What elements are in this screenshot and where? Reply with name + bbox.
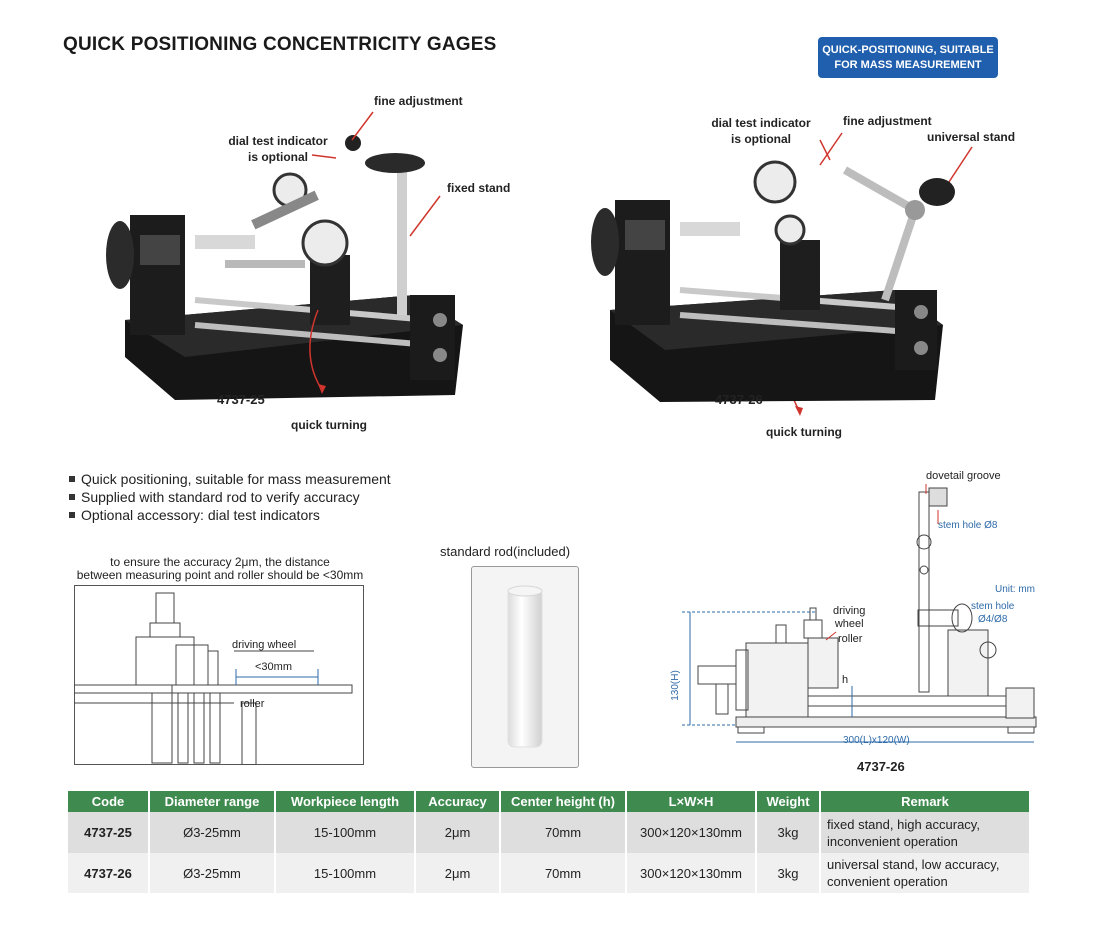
col-center-height: Center height (h) <box>500 791 627 812</box>
cell-weight: 3kg <box>756 853 821 893</box>
remark-line-2: convenient operation <box>827 874 948 889</box>
model-label-4737-26: 4737-26 <box>715 392 763 407</box>
label-quick-turning-right: quick turning <box>766 425 842 439</box>
label-dial-indicator-left: dial test indicator is optional <box>220 133 336 165</box>
feature-list: Quick positioning, suitable for mass mea… <box>67 470 391 524</box>
feature-item: Optional accessory: dial test indicators <box>67 506 391 524</box>
standard-rod-box <box>471 566 579 768</box>
table-header-row: Code Diameter range Workpiece length Acc… <box>68 791 1031 812</box>
label-driving-wheel-drawing: driving wheel <box>833 605 865 631</box>
label-distance: <30mm <box>255 661 292 673</box>
accuracy-note-l2: between measuring point and roller shoul… <box>76 568 364 582</box>
cell-length: 15-100mm <box>275 812 416 853</box>
col-length: Workpiece length <box>275 791 416 812</box>
badge-line-1: QUICK-POSITIONING, SUITABLE <box>822 43 994 56</box>
remark-line-1: universal stand, low accuracy, <box>827 857 1000 872</box>
cell-length: 15-100mm <box>275 853 416 893</box>
cell-code: 4737-26 <box>68 853 150 893</box>
cell-code: 4737-25 <box>68 812 150 853</box>
product-image-4737-25 <box>106 135 463 400</box>
cell-center-height: 70mm <box>500 812 627 853</box>
cell-accuracy: 2μm <box>415 812 501 853</box>
label-stem-hole: stem hole Ø4/Ø8 <box>971 600 1014 626</box>
cell-weight: 3kg <box>756 812 821 853</box>
model-label-drawing: 4737-26 <box>857 759 905 774</box>
cell-diameter: Ø3-25mm <box>149 853 276 893</box>
label-dial-indicator-left-l1: dial test indicator <box>228 134 328 148</box>
label-fine-adjustment-right: fine adjustment <box>843 114 932 128</box>
label-quick-turning-left: quick turning <box>291 418 367 432</box>
page-title: QUICK POSITIONING CONCENTRICITY GAGES <box>63 34 497 55</box>
badge-line-2: FOR MASS MEASUREMENT <box>834 58 982 71</box>
label-dimensions: 300(L)x120(W) <box>843 735 910 746</box>
accuracy-diagram <box>74 585 364 765</box>
remark-line-1: fixed stand, high accuracy, <box>827 816 980 832</box>
standard-rod-title: standard rod(included) <box>440 544 571 559</box>
label-dial-indicator-right-l1: dial test indicator <box>711 116 811 130</box>
col-code: Code <box>68 791 150 812</box>
feature-badge: QUICK-POSITIONING, SUITABLE FOR MASS MEA… <box>818 37 998 78</box>
remark-line-2: inconvenient operation <box>827 833 958 849</box>
label-stem-hole-top: stem hole Ø8 <box>938 520 998 531</box>
col-accuracy: Accuracy <box>415 791 501 812</box>
cell-lwh: 300×120×130mm <box>626 812 757 853</box>
label-roller-drawing: roller <box>838 633 863 645</box>
accuracy-note-l1: to ensure the accuracy 2μm, the distance <box>110 555 330 569</box>
feature-item: Quick positioning, suitable for mass mea… <box>67 470 391 488</box>
label-h: h <box>842 674 849 686</box>
cell-center-height: 70mm <box>500 853 627 893</box>
label-dial-indicator-left-l2: is optional <box>248 150 308 164</box>
label-stem-hole-l2: Ø4/Ø8 <box>977 614 1008 625</box>
cell-diameter: Ø3-25mm <box>149 812 276 853</box>
label-fine-adjustment-left: fine adjustment <box>374 94 463 108</box>
label-driving-wheel: driving wheel <box>232 639 297 651</box>
label-roller: roller <box>240 698 265 710</box>
table-row: 4737-25 Ø3-25mm 15-100mm 2μm 70mm 300×12… <box>68 812 1031 853</box>
label-dial-indicator-right-l2: is optional <box>731 132 791 146</box>
label-fixed-stand: fixed stand <box>447 181 511 195</box>
standard-rod-image <box>507 585 543 748</box>
table-row: 4737-26 Ø3-25mm 15-100mm 2μm 70mm 300×12… <box>68 853 1031 893</box>
label-driving-l2: wheel <box>834 618 864 630</box>
spec-table: Code Diameter range Workpiece length Acc… <box>68 791 1031 893</box>
model-label-4737-25: 4737-25 <box>217 392 265 407</box>
cell-remark: fixed stand, high accuracy, inconvenient… <box>820 812 1031 853</box>
col-remark: Remark <box>820 791 1031 812</box>
label-dovetail-groove: dovetail groove <box>926 470 1001 482</box>
feature-item: Supplied with standard rod to verify acc… <box>67 488 391 506</box>
cell-accuracy: 2μm <box>415 853 501 893</box>
col-weight: Weight <box>756 791 821 812</box>
label-height: 130(H) <box>669 670 681 701</box>
technical-drawing <box>682 484 1037 743</box>
accuracy-note: to ensure the accuracy 2μm, the distance… <box>60 556 380 582</box>
cell-lwh: 300×120×130mm <box>626 853 757 893</box>
col-lwh: L×W×H <box>626 791 757 812</box>
label-stem-hole-l1: stem hole <box>971 601 1015 612</box>
label-universal-stand: universal stand <box>927 130 1016 144</box>
product-image-4737-26 <box>591 160 955 402</box>
label-unit: Unit: mm <box>995 584 1035 595</box>
col-diameter: Diameter range <box>149 791 276 812</box>
label-driving-l1: driving <box>833 605 866 617</box>
label-dial-indicator-right: dial test indicator is optional <box>703 115 819 147</box>
cell-remark: universal stand, low accuracy, convenien… <box>820 853 1031 893</box>
